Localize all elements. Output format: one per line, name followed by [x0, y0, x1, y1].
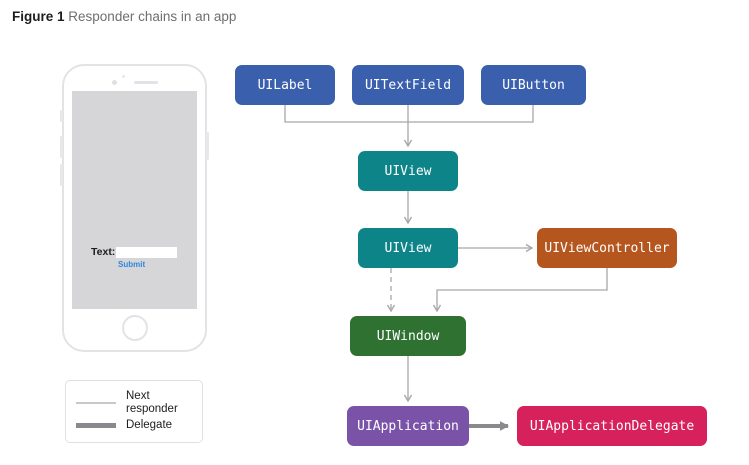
- submit-link[interactable]: Submit: [118, 260, 146, 269]
- edge-uiviewcontroller-to-uiwindow: [432, 268, 608, 313]
- legend-label-next-responder: Next responder: [126, 390, 178, 416]
- mute-switch-icon: [60, 110, 63, 122]
- node-uiapplication[interactable]: UIApplication: [347, 406, 469, 446]
- power-button-icon: [206, 132, 209, 160]
- node-uitextfield[interactable]: UITextField: [352, 65, 464, 105]
- legend-label-line1: Next: [126, 390, 150, 402]
- speaker-slot-icon: [134, 81, 158, 84]
- text-input-field[interactable]: [116, 246, 178, 258]
- node-uiwindow[interactable]: UIWindow: [350, 316, 466, 356]
- text-field-row: Text:: [91, 246, 178, 258]
- legend-item-delegate: Delegate: [76, 419, 172, 432]
- figure-caption: Figure 1 Responder chains in an app: [12, 9, 236, 24]
- volume-up-button-icon: [60, 136, 63, 158]
- node-uiview-inner[interactable]: UIView: [358, 151, 458, 191]
- node-label: UIViewController: [544, 240, 670, 256]
- node-label: UIView: [384, 163, 432, 179]
- node-uiview-root[interactable]: UIView: [358, 228, 458, 268]
- node-uilabel[interactable]: UILabel: [235, 65, 335, 105]
- camera-dot-small-icon: [122, 75, 125, 78]
- text-field-label: Text:: [91, 246, 116, 258]
- node-label: UILabel: [257, 77, 313, 93]
- legend-label-line2: responder: [126, 403, 178, 416]
- volume-down-button-icon: [60, 164, 63, 186]
- node-uiapplicationdelegate[interactable]: UIApplicationDelegate: [517, 406, 707, 446]
- thin-line-icon: [76, 402, 116, 405]
- node-label: UIApplicationDelegate: [529, 418, 695, 434]
- node-label: UIWindow: [376, 328, 440, 344]
- camera-dot-icon: [112, 80, 117, 85]
- node-label: UITextField: [364, 77, 452, 93]
- figure-caption-text: Responder chains in an app: [68, 9, 237, 24]
- node-label: UIButton: [502, 77, 565, 93]
- phone-mockup: Text: Submit: [60, 64, 209, 352]
- node-uiviewcontroller[interactable]: UIViewController: [537, 228, 677, 268]
- legend-item-next-responder: Next responder: [76, 390, 178, 416]
- legend: Next responder Delegate: [65, 380, 203, 443]
- node-uibutton[interactable]: UIButton: [481, 65, 586, 105]
- edge-top-row-bus: [284, 105, 534, 123]
- phone-screen: Text: Submit: [72, 91, 197, 309]
- figure-number: Figure 1: [12, 9, 65, 24]
- home-button-icon[interactable]: [121, 315, 148, 341]
- node-label: UIApplication: [357, 418, 459, 434]
- legend-label-delegate: Delegate: [126, 419, 173, 431]
- thick-line-icon: [76, 423, 116, 429]
- node-label: UIView: [384, 240, 432, 256]
